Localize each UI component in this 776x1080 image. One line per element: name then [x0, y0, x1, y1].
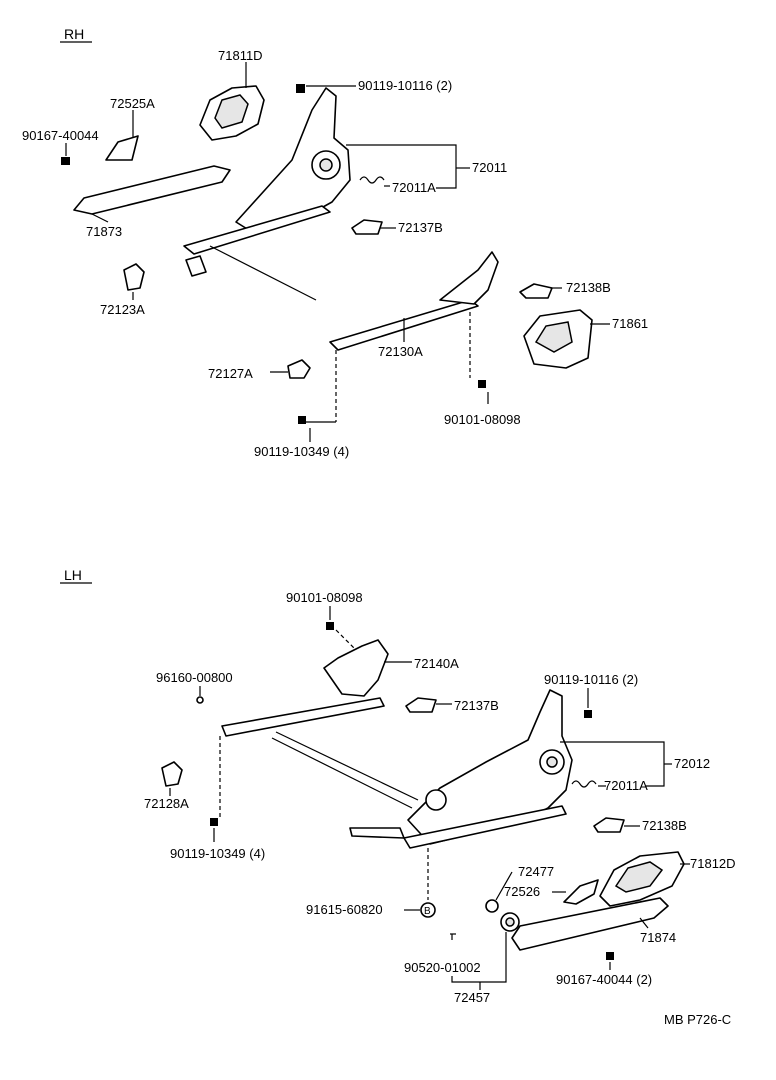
bracket-72011 [346, 144, 457, 189]
label-72011A-rh: 72011A [392, 180, 436, 195]
part-72138B-lh [593, 817, 625, 833]
part-72128A [161, 761, 183, 787]
label-71811D: 71811D [218, 48, 263, 63]
part-71861-inner [534, 321, 573, 353]
label-72477: 72477 [518, 864, 554, 879]
label-72012: 72012 [674, 756, 710, 771]
towel-bar-rh [209, 245, 317, 301]
label-91615-60820: 91615-60820 [306, 902, 383, 917]
label-96160-00800: 96160-00800 [156, 670, 233, 685]
label-90119-10116-lh: 90119-10116 (2) [544, 672, 638, 687]
label-72138B-rh: 72138B [566, 280, 611, 295]
label-72011A-lh: 72011A [604, 778, 648, 793]
bolt-90119-10349-lh [210, 818, 218, 826]
label-72137B-lh: 72137B [454, 698, 499, 713]
label-71812D: 71812D [690, 856, 736, 871]
handle-rh [185, 255, 207, 277]
label-71861: 71861 [612, 316, 648, 331]
part-72477 [485, 899, 499, 913]
label-72138B-lh: 72138B [642, 818, 687, 833]
label-90167-40044-lh: 90167-40044 (2) [556, 972, 652, 987]
label-72457: 72457 [454, 990, 490, 1005]
part-72123A [123, 263, 145, 291]
label-72140A: 72140A [414, 656, 459, 671]
part-72137B-rh [351, 219, 383, 235]
label-71874: 71874 [640, 930, 676, 945]
recliner-lh-knob [425, 789, 447, 811]
bracket-72457 [451, 932, 507, 983]
section-label-lh: LH [64, 567, 82, 583]
spring-72011A-rh [359, 176, 385, 184]
part-72127A [287, 359, 311, 379]
label-90119-10116-rh: 90119-10116 (2) [358, 78, 452, 93]
rail-lower-lh [403, 805, 567, 849]
callout-B-circle [420, 902, 436, 918]
label-72128A: 72128A [144, 796, 189, 811]
section-label-rh: RH [64, 26, 84, 42]
label-90167-40044: 90167-40044 [22, 128, 99, 143]
part-72137B-lh [405, 697, 437, 713]
part-71874 [511, 897, 669, 951]
spring-72011A-lh [571, 780, 597, 788]
part-72525A [105, 135, 139, 161]
label-90101-08098-rh: 90101-08098 [444, 412, 521, 427]
bolt-90101-08098-lh [326, 622, 334, 630]
recliner-lh-pivot-center [546, 756, 558, 768]
towel-bar-lh-2 [275, 731, 419, 801]
dash-90101-08098-lh [335, 629, 357, 651]
label-72526: 72526 [504, 884, 540, 899]
label-72123A: 72123A [100, 302, 145, 317]
part-71873 [73, 165, 231, 215]
label-72011: 72011 [472, 160, 507, 175]
label-90520-01002: 90520-01002 [404, 960, 481, 975]
bolt-90167-40044-lh [606, 952, 614, 960]
leader-71874 [639, 917, 649, 929]
figure-code: MB P726-C [664, 1012, 731, 1027]
clip-96160-00800 [196, 696, 204, 704]
part-72526 [563, 879, 599, 905]
bolt-90119-10349-rh [298, 416, 306, 424]
leader-72477 [495, 871, 513, 901]
label-72127A: 72127A [208, 366, 253, 381]
bolt-90101-08098-rh [478, 380, 486, 388]
label-72130A: 72130A [378, 344, 423, 359]
part-71812D-inner [614, 861, 664, 893]
part-71811D-inner [214, 94, 249, 129]
callout-B: B [424, 906, 431, 917]
part-72138B-rh [519, 283, 553, 299]
bolt-90167-40044 [61, 157, 70, 165]
recliner-pivot-center [319, 158, 333, 172]
label-72525A: 72525A [110, 96, 155, 111]
bolt-90119-10116-rh [296, 84, 305, 93]
towel-bar-lh [271, 737, 413, 809]
label-90119-10349-lh: 90119-10349 (4) [170, 846, 265, 861]
bolt-90119-10116-lh [584, 710, 592, 718]
label-72137B-rh: 72137B [398, 220, 443, 235]
riser-bracket-rh [439, 251, 499, 305]
rail-upper-rh [183, 205, 331, 255]
handle-lh [349, 827, 405, 839]
part-72140A [323, 639, 389, 697]
rail-upper-lh [221, 697, 385, 737]
leader-71873 [91, 213, 109, 223]
part-72457-knob-center [505, 917, 515, 927]
label-90101-08098-lh: 90101-08098 [286, 590, 363, 605]
label-71873: 71873 [86, 224, 122, 239]
label-90119-10349-rh: 90119-10349 (4) [254, 444, 349, 459]
